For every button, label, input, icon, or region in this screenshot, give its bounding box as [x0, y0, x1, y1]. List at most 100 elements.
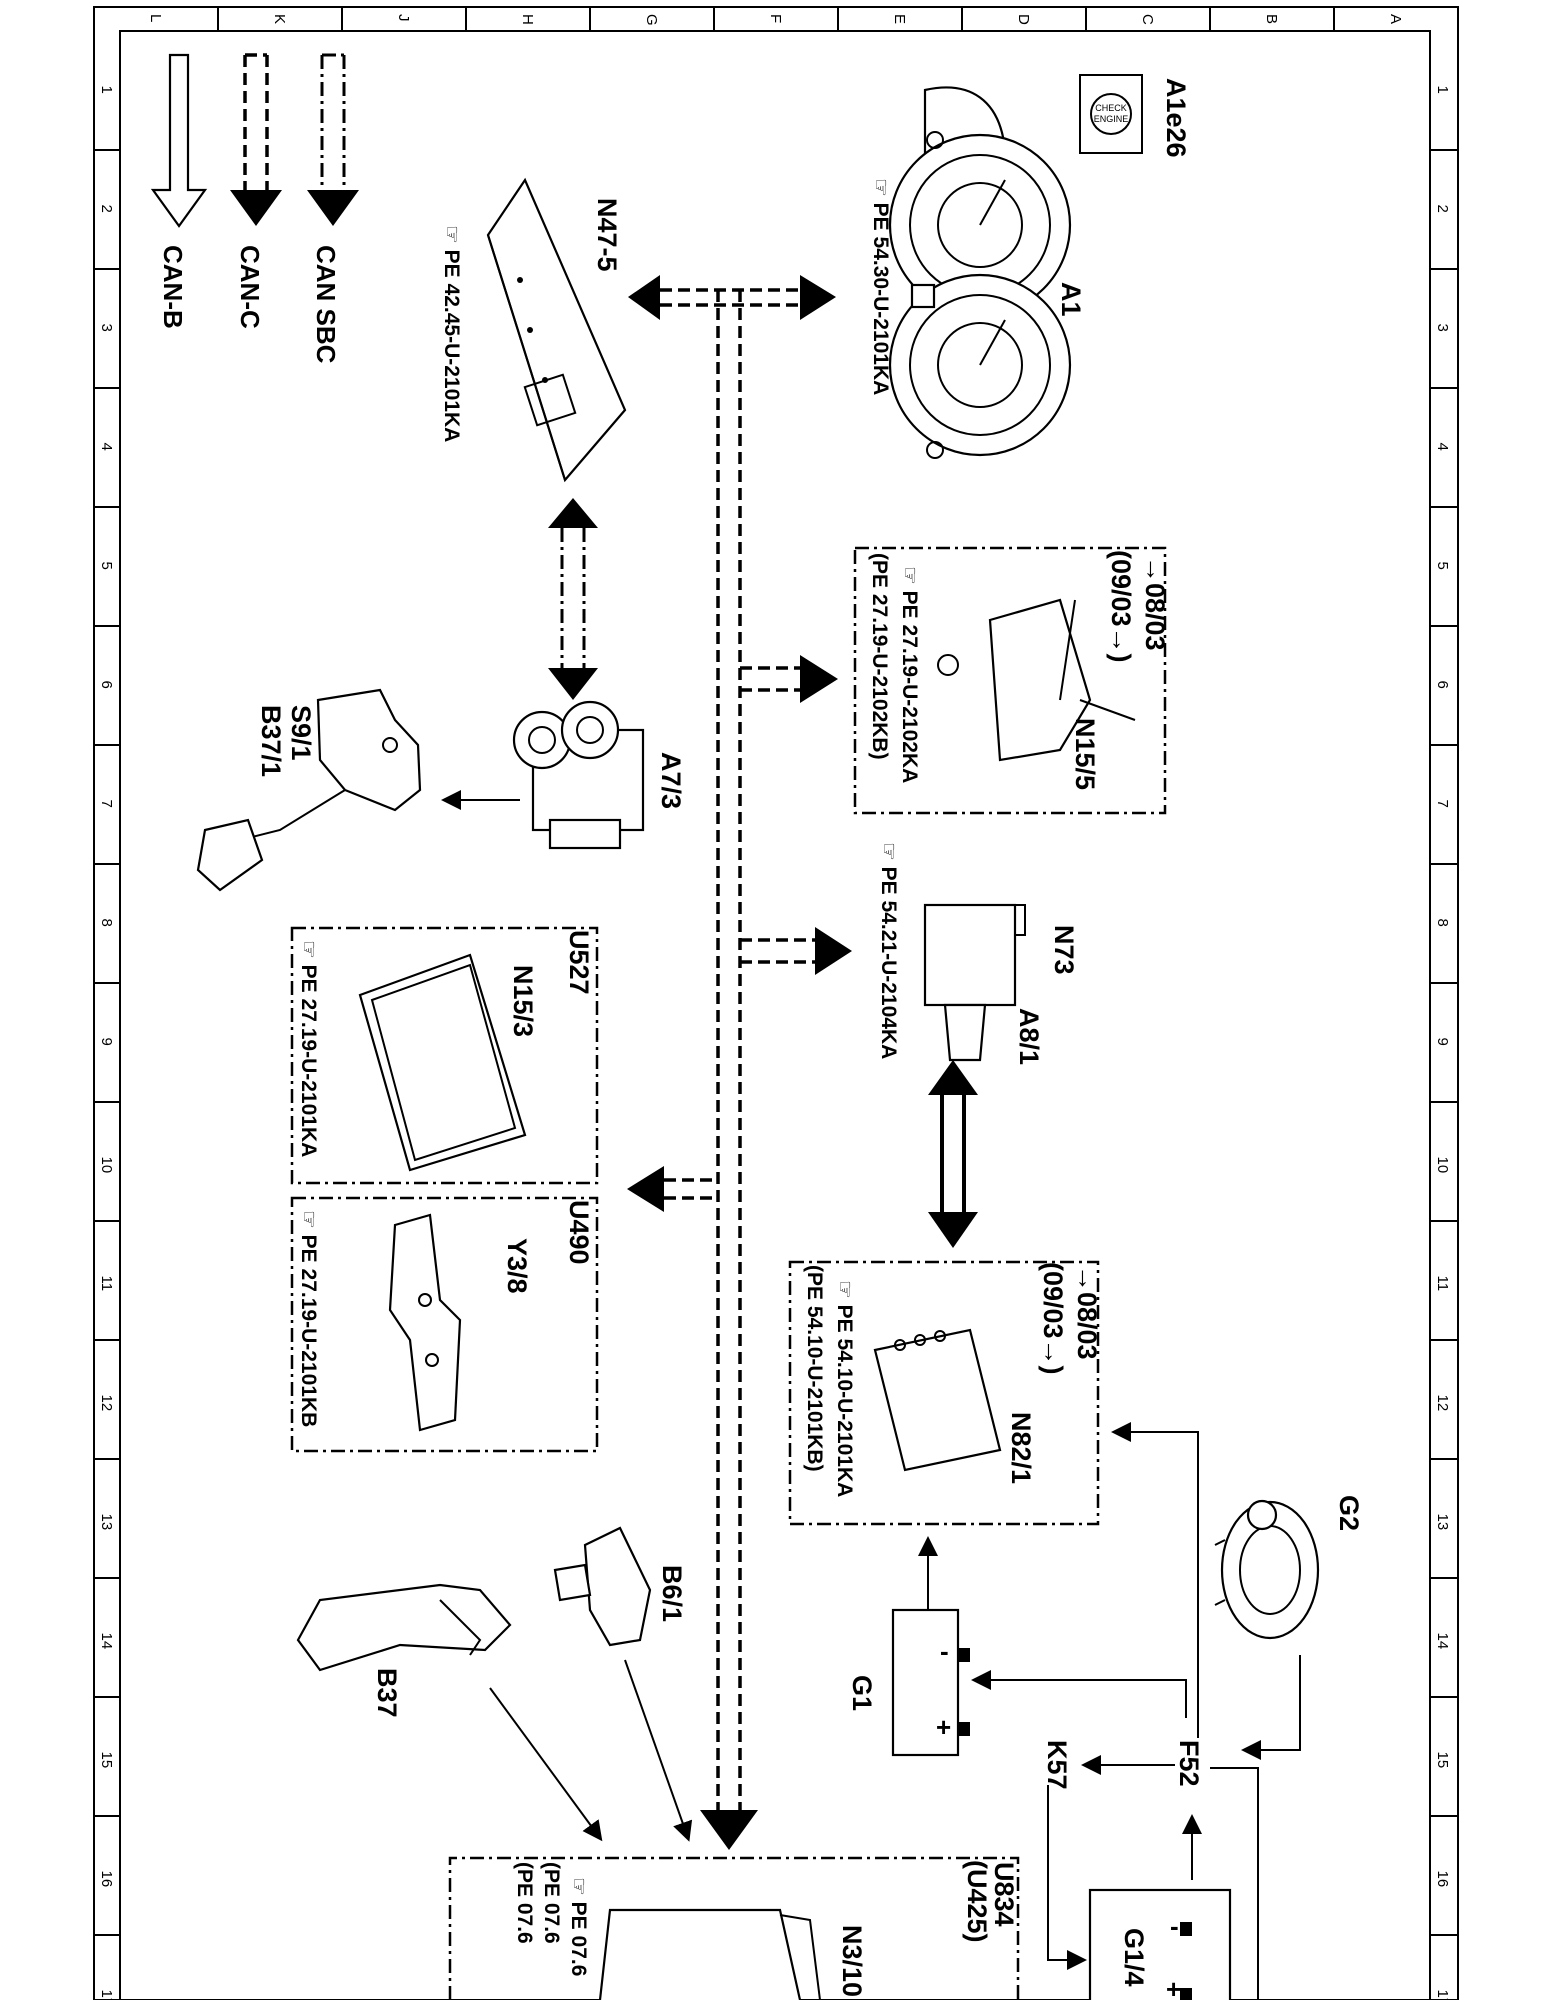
- grid-number-5: 5: [1434, 562, 1451, 570]
- grid-letter-l: L: [147, 14, 164, 22]
- grid-number-8: 8: [98, 919, 115, 927]
- n3-10-group-2: (U425): [962, 1860, 992, 1943]
- grid-letter-a: A: [1387, 14, 1404, 24]
- ref-n73: ☞ PE 54.21-U-2104KA: [877, 842, 900, 1059]
- grid-letter-j: J: [395, 14, 412, 22]
- n73-switch: N73 A8/1 ☞ PE 54.21-U-2104KA: [877, 842, 1079, 1065]
- u527-group: U527 N15/3 ☞ PE 27.19-U-2101KA: [290, 926, 599, 1185]
- label-g1: G1: [847, 1675, 877, 1711]
- legend-can-sbc-arrow: [307, 53, 359, 226]
- grid-number-4: 4: [1434, 443, 1451, 451]
- grid-letter-c: C: [1139, 14, 1156, 25]
- n82-1-group: →08/03 (09/03→) N82/1 ☞ PE 54.10-U-2101K…: [788, 1260, 1102, 1526]
- grid-number-1: 1: [1434, 86, 1451, 94]
- label-b6-1: B6/1: [657, 1565, 687, 1622]
- label-n47-5: N47-5: [592, 198, 622, 272]
- grid-number-11: 11: [1434, 1276, 1451, 1292]
- grid-number-3: 3: [98, 324, 115, 332]
- n15-5-group: →08/03 (09/03→) N15/5 ☞ PE 27.19-U-2102K…: [853, 546, 1170, 815]
- label-a1e26: A1e26: [1161, 78, 1191, 158]
- n15-5-date-1: →08/03: [1140, 556, 1170, 651]
- grid-number-13: 13: [98, 1514, 115, 1531]
- grid-number-3: 3: [1434, 324, 1451, 332]
- label-a1: A1: [1056, 282, 1086, 317]
- legend-label-can-sbc: CAN SBC: [311, 245, 341, 364]
- n82-1-date-1: →08/03: [1072, 1265, 1102, 1360]
- grid-number-16: 16: [98, 1871, 115, 1888]
- b37-pedal: B37: [296, 1583, 512, 1718]
- ref-n3-10-2: (PE 07.6: [540, 1862, 563, 1944]
- grid-number-2: 2: [1434, 205, 1451, 213]
- legend: CAN SBC CAN-C CAN-B: [150, 53, 359, 364]
- check-engine-icon-text: CHECK: [1095, 103, 1127, 113]
- grid-letter-h: H: [519, 14, 536, 25]
- grid-number-7: 7: [98, 800, 115, 808]
- label-n73: N73: [1049, 925, 1079, 975]
- grid-number-15: 15: [1434, 1752, 1451, 1769]
- grid-letter-e: E: [891, 14, 908, 24]
- legend-can-c-arrow: [230, 53, 282, 226]
- legend-label-can-c: CAN-C: [235, 245, 265, 329]
- b6-1-sensor: B6/1: [553, 1526, 687, 1647]
- grid-number-16: 16: [1434, 1871, 1451, 1888]
- grid-number-2: 2: [98, 205, 115, 213]
- legend-can-b-arrow: [150, 53, 208, 228]
- n3-10-group: U834 (U425) N3/10 ☞ PE 07.6 (PE 07.6 (PE…: [448, 1856, 1020, 2000]
- grid-number-11: 11: [98, 1276, 115, 1292]
- g1-plus: +: [936, 1712, 951, 1742]
- a7-3-unit: A7/3: [512, 700, 686, 850]
- label-a7-3: A7/3: [656, 752, 686, 809]
- a1e26-check-engine: CHECK ENGINE A1e26: [1079, 74, 1191, 158]
- grid-number-7: 7: [1434, 800, 1451, 808]
- ref-a1-text: PE 54.30-U-2101KA: [869, 203, 892, 396]
- g1-4-minus: -: [1170, 1911, 1179, 1941]
- ref-n82-1-1: ☞ PE 54.10-U-2101KA: [833, 1280, 856, 1497]
- power-lines: [441, 790, 1301, 2000]
- ref-n15-5-2: (PE 27.19-U-2102KB): [868, 553, 891, 760]
- ref-n82-1-2: (PE 54.10-U-2101KB): [803, 1265, 826, 1472]
- label-b37: B37: [372, 1668, 402, 1718]
- u490-label: U490: [564, 1200, 594, 1265]
- grid-number-9: 9: [98, 1038, 115, 1046]
- ref-hand-icon: ☞: [440, 225, 463, 250]
- grid-number-17: 17: [1434, 1990, 1451, 2000]
- grid-letter-f: F: [767, 14, 784, 23]
- n47-5-module: N47-5 ☞ PE 42.45-U-2101KA: [440, 177, 627, 483]
- label-n15-5: N15/5: [1070, 718, 1100, 790]
- s9-1-pedal: S9/1 B37/1: [196, 688, 422, 892]
- label-g1-4: G1/4: [1119, 1928, 1149, 1987]
- ref-n3-10-1: ☞ PE 07.6: [567, 1877, 590, 1976]
- label-k57: K57: [1042, 1740, 1072, 1790]
- grid-number-14: 14: [1434, 1633, 1451, 1650]
- ref-n3-10-3: (PE 07.6: [513, 1862, 536, 1944]
- n15-5-date-2: (09/03→): [1106, 550, 1136, 663]
- grid-number-10: 10: [1434, 1157, 1451, 1174]
- grid-number-12: 12: [1434, 1395, 1451, 1412]
- grid-number-1: 1: [98, 86, 115, 94]
- n3-10-group-1: U834: [989, 1862, 1019, 1927]
- grid-number-6: 6: [1434, 681, 1451, 689]
- legend-label-can-b: CAN-B: [158, 245, 188, 329]
- arrowhead: [800, 275, 836, 320]
- grid-number-8: 8: [1434, 919, 1451, 927]
- g1-minus: -: [940, 1636, 949, 1666]
- grid-number-12: 12: [98, 1395, 115, 1412]
- grid-letter-k: K: [271, 14, 288, 24]
- grid-number-5: 5: [98, 562, 115, 570]
- a1-instrument-cluster: A1 ☞ PE 54.30-U-2101KA: [869, 86, 1086, 459]
- arrowhead: [628, 275, 660, 320]
- grid-number-4: 4: [98, 443, 115, 451]
- u490-group: U490 Y3/8 ☞ PE 27.19-U-2101KB: [290, 1196, 599, 1453]
- ref-u527: ☞ PE 27.19-U-2101KA: [297, 940, 320, 1157]
- label-a8-1: A8/1: [1014, 1008, 1044, 1065]
- label-n15-3: N15/3: [508, 965, 538, 1037]
- can-c-bus: [627, 275, 852, 1850]
- label-g2: G2: [1334, 1495, 1364, 1531]
- g1-battery: - + G1: [847, 1608, 970, 1757]
- ref-hand-icon: ☞: [869, 178, 892, 203]
- label-y3-8: Y3/8: [502, 1238, 532, 1294]
- ref-a1: ☞ PE 54.30-U-2101KA: [869, 178, 892, 395]
